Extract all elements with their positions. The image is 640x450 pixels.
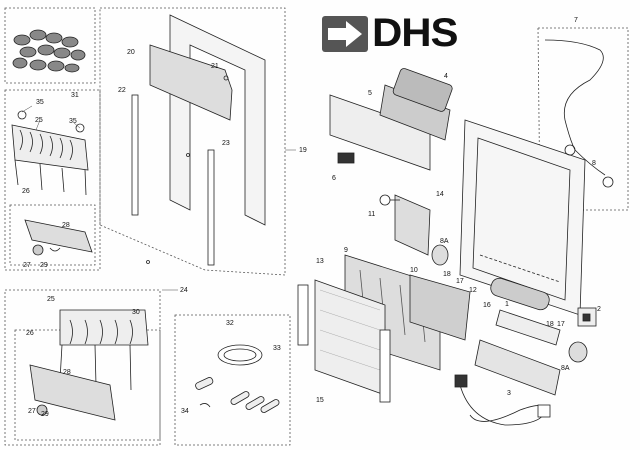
callout-15: 15	[316, 397, 324, 404]
callout-7: 7	[574, 17, 578, 24]
callout-33: 33	[273, 345, 281, 352]
callout-24: 24	[180, 287, 188, 294]
callout-8a-upper: 8A	[440, 238, 449, 245]
arrow-logo-icon	[322, 16, 368, 52]
callout-10: 10	[410, 267, 418, 274]
callout-22: 22	[118, 87, 126, 94]
fuel-bed-lower-item	[59, 309, 149, 391]
callout-35-right: 35	[69, 118, 77, 125]
callout-31: 31	[71, 92, 79, 99]
callout-29-lower: 29	[41, 411, 49, 418]
callout-5: 5	[368, 90, 372, 97]
callout-35-left: 35	[36, 99, 44, 106]
brand-logo-text: DHS	[372, 11, 459, 55]
bulb-item	[431, 244, 588, 363]
callout-25-lower: 25	[47, 296, 55, 303]
callout-27-upper: 27	[23, 262, 31, 269]
fuel-bed-upper-item	[11, 110, 89, 196]
callout-30: 30	[132, 309, 140, 316]
ashpan-group-box	[9, 204, 96, 266]
callout-16: 16	[483, 302, 491, 309]
ashpan-upper-item	[24, 219, 93, 256]
fuel-bed-alt-group-box	[4, 289, 161, 446]
fixing-kit-group-box	[174, 314, 291, 446]
callout-26-lower: 26	[26, 330, 34, 337]
callout-28-upper: 28	[62, 222, 70, 229]
coals-item	[12, 29, 86, 73]
callout-12: 12	[469, 287, 477, 294]
callout-29-upper: 29	[40, 262, 48, 269]
fret-group-box	[99, 7, 286, 276]
valve-item	[379, 194, 400, 206]
callout-32: 32	[226, 320, 234, 327]
callout-18-left: 18	[443, 271, 451, 278]
wiring-loom-item	[544, 39, 614, 188]
callout-26-upper: 26	[22, 188, 30, 195]
callout-18-right: 18	[546, 321, 554, 328]
callout-20: 20	[127, 49, 135, 56]
callout-25-upper: 25	[35, 117, 43, 124]
callout-11: 11	[368, 211, 376, 218]
callout-27-lower: 27	[28, 408, 36, 415]
callout-8a-lower: 8A	[561, 365, 570, 372]
callout-9: 9	[344, 247, 348, 254]
back-panel-item	[459, 119, 586, 316]
ashpan-lower-item	[29, 364, 116, 421]
callout-14: 14	[436, 191, 444, 198]
fret-assembly-item	[131, 14, 266, 266]
callout-34: 34	[181, 408, 189, 415]
glass-panel-item	[297, 254, 471, 403]
fuel-bed-group-box	[4, 89, 101, 271]
callout-28-lower: 28	[63, 369, 71, 376]
callout-2: 2	[597, 306, 601, 313]
coal-group-box	[4, 7, 96, 84]
callout-13: 13	[316, 258, 324, 265]
callout-1: 1	[505, 301, 509, 308]
callout-23: 23	[222, 140, 230, 147]
callout-17-right: 17	[557, 321, 565, 328]
mains-lead-item	[454, 374, 551, 426]
callout-4: 4	[444, 73, 448, 80]
fixing-kit-item	[195, 344, 280, 413]
control-panel-item	[329, 68, 453, 171]
callout-8: 8	[592, 160, 596, 167]
switch-item	[577, 307, 597, 327]
callout-17-left: 17	[456, 278, 464, 285]
burner-item	[394, 194, 561, 396]
callout-21: 21	[211, 63, 219, 70]
callout-3: 3	[507, 390, 511, 397]
callout-19: 19	[299, 147, 307, 154]
callout-6: 6	[332, 175, 336, 182]
